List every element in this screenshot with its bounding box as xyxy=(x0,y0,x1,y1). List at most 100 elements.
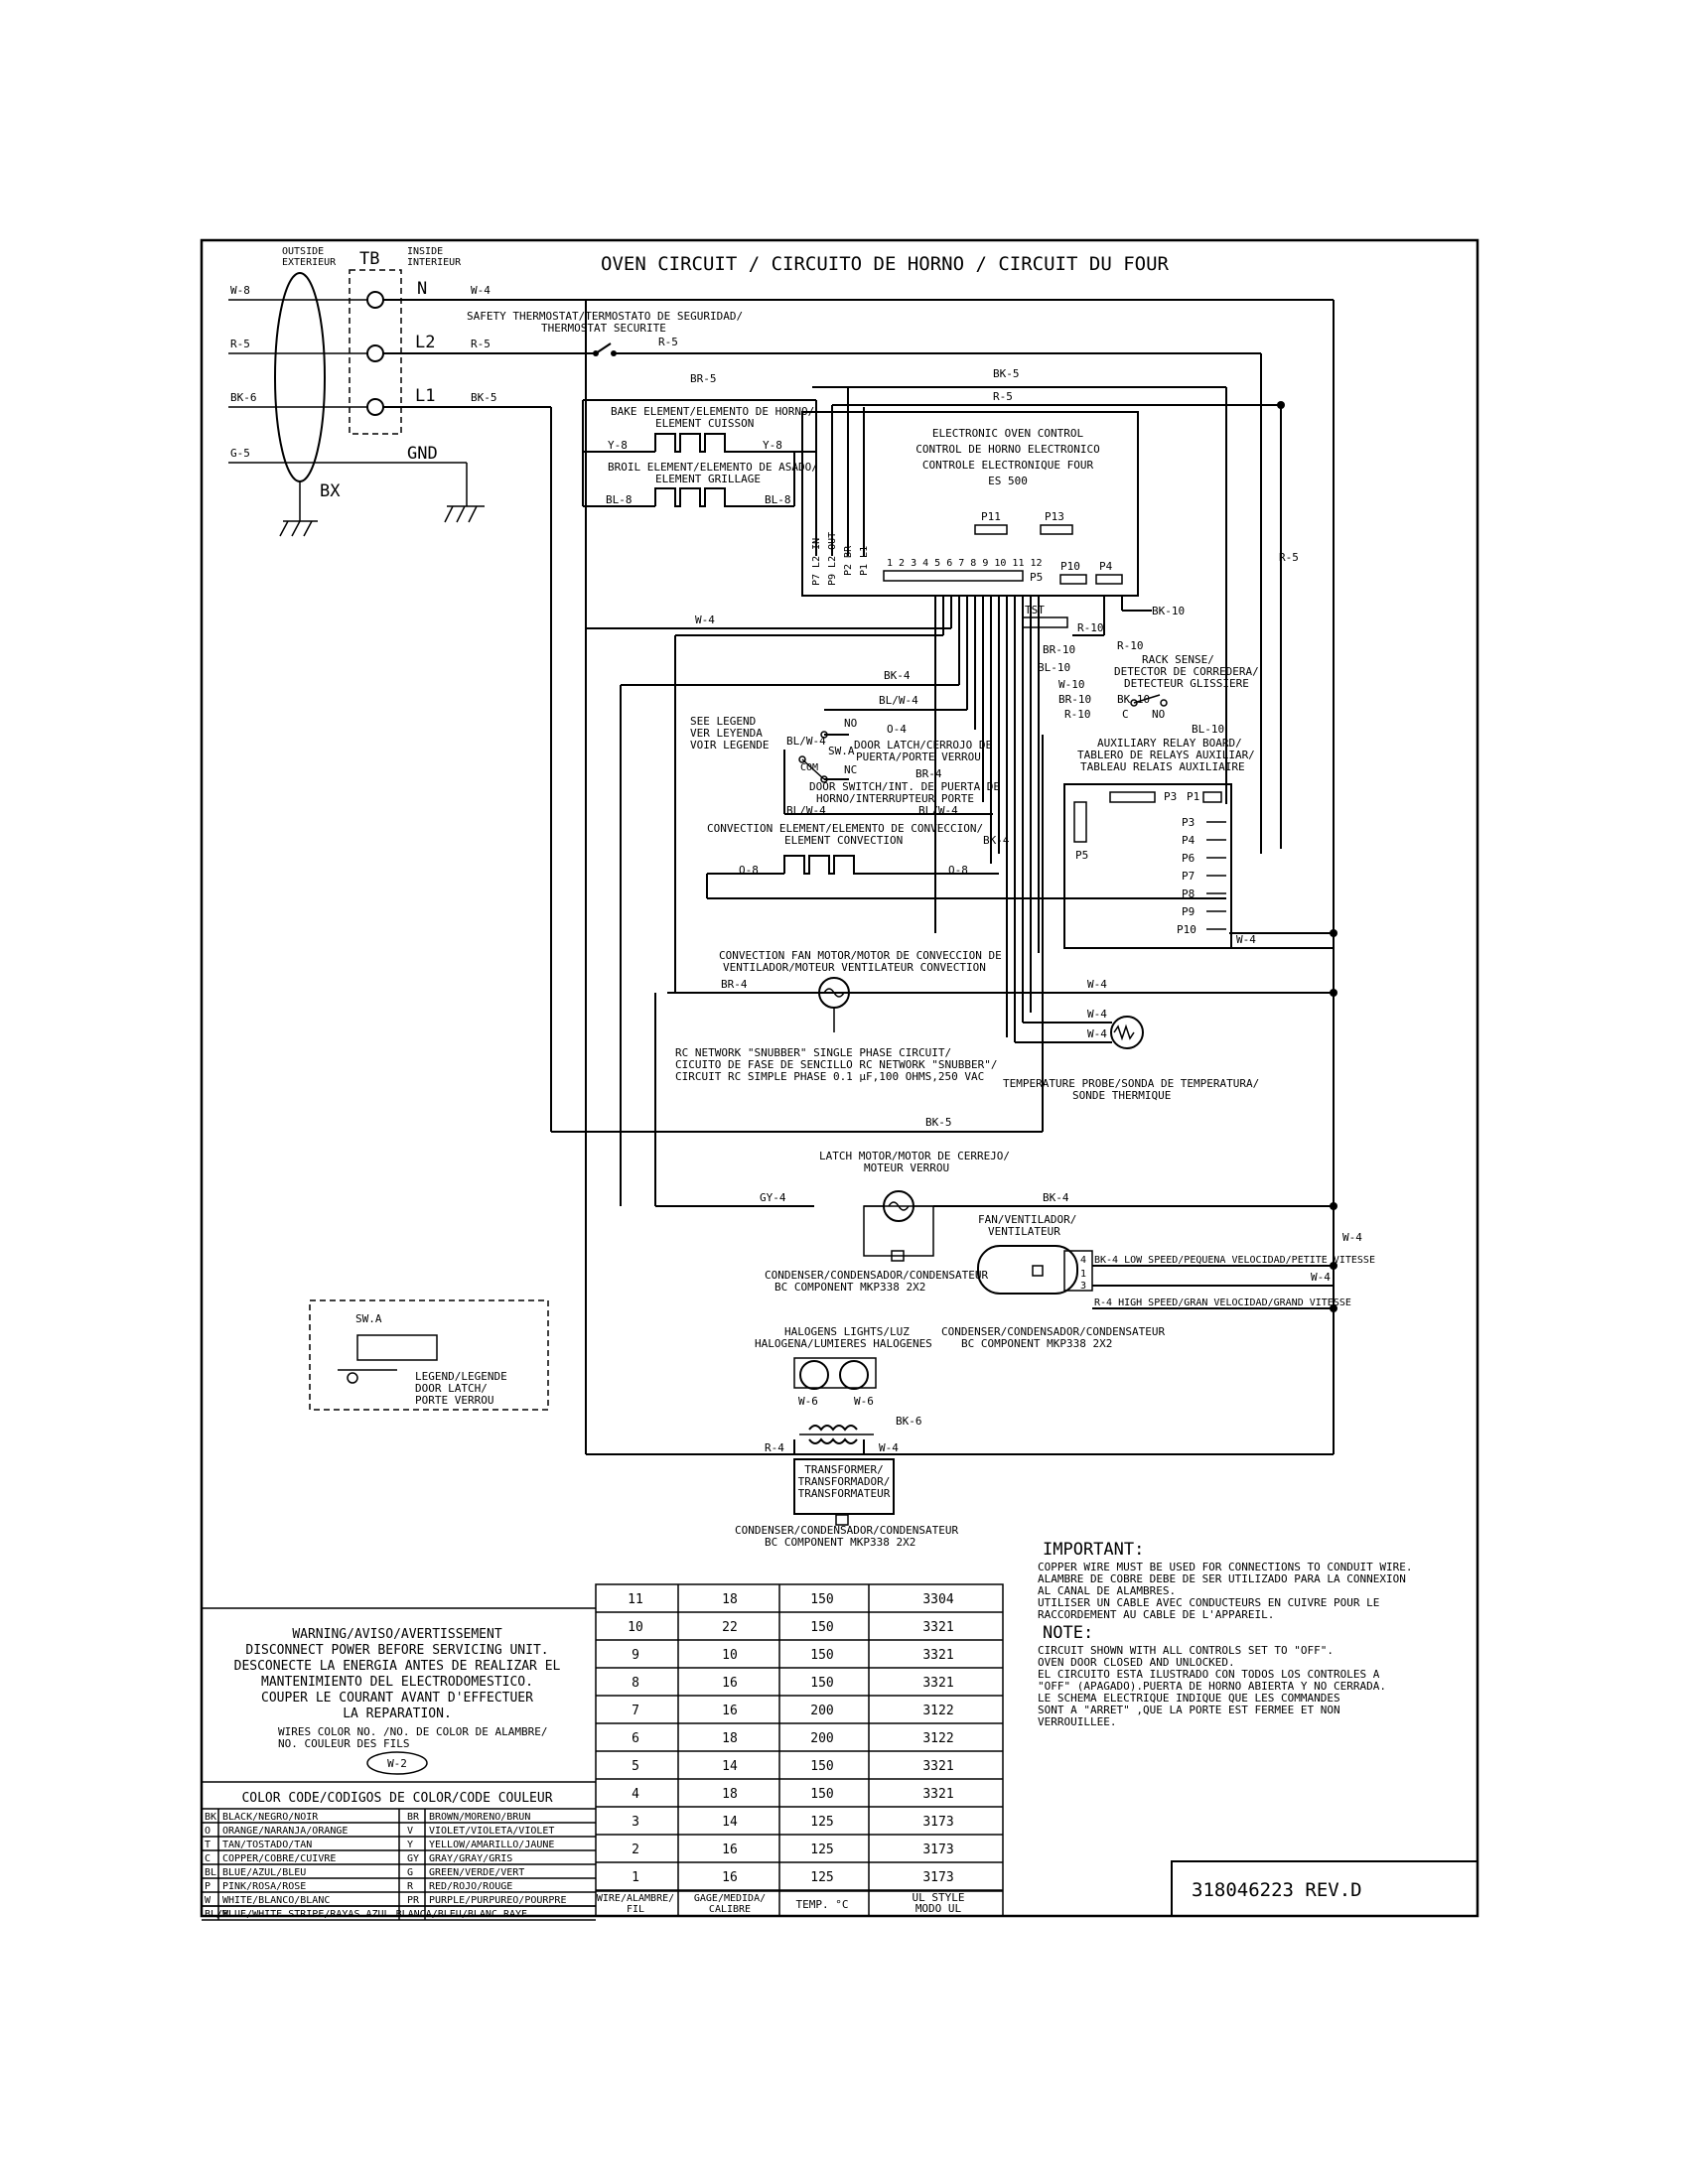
color-code-cell: P xyxy=(205,1881,211,1892)
svg-text:P7: P7 xyxy=(1182,870,1195,883)
svg-text:R-5: R-5 xyxy=(471,338,491,350)
wire-table-cell: 3304 xyxy=(922,1592,953,1607)
wire-table-cell: 2 xyxy=(632,1843,639,1857)
svg-text:R-10: R-10 xyxy=(1117,639,1144,652)
wire-table-cell: 9 xyxy=(632,1648,639,1663)
door-latch-legend: SW.A LEGEND/LEGENDE DOOR LATCH/ PORTE VE… xyxy=(309,1299,549,1411)
wire-table-cell: 3173 xyxy=(922,1843,953,1857)
svg-text:DETECTEUR GLISSIERE: DETECTEUR GLISSIERE xyxy=(1124,677,1249,690)
svg-text:NO. COULEUR DES FILS: NO. COULEUR DES FILS xyxy=(278,1737,409,1750)
terminal-block: OUTSIDE EXTERIEUR TB INSIDE INTERIEUR N … xyxy=(228,246,497,537)
wire-table-cell: 200 xyxy=(810,1731,833,1746)
svg-text:PUERTA/PORTE VERROU: PUERTA/PORTE VERROU xyxy=(856,751,981,763)
electronic-oven-control: ELECTRONIC OVEN CONTROL CONTROL DE HORNO… xyxy=(801,411,1139,597)
svg-text:BK-6: BK-6 xyxy=(896,1415,922,1428)
svg-text:BAKE ELEMENT/ELEMENTO DE HORNO: BAKE ELEMENT/ELEMENTO DE HORNO/ xyxy=(611,405,814,418)
svg-text:LATCH MOTOR/MOTOR DE CERREJO/: LATCH MOTOR/MOTOR DE CERREJO/ xyxy=(819,1150,1010,1162)
svg-text:R-10: R-10 xyxy=(1064,708,1091,721)
svg-text:1: 1 xyxy=(1080,1269,1086,1280)
svg-text:BK-5: BK-5 xyxy=(993,367,1020,380)
wire-table-cell: 14 xyxy=(722,1815,738,1830)
svg-text:P3: P3 xyxy=(1182,816,1195,829)
svg-text:OVEN DOOR CLOSED AND UNLOCKED.: OVEN DOOR CLOSED AND UNLOCKED. xyxy=(1038,1656,1235,1669)
wire-table-cell: 150 xyxy=(810,1759,833,1774)
svg-text:L2: L2 xyxy=(415,333,435,352)
wire-table-cell: 3173 xyxy=(922,1870,953,1885)
wire-table-cell: 6 xyxy=(632,1731,639,1746)
svg-text:P5: P5 xyxy=(1030,571,1043,584)
svg-text:BR-10: BR-10 xyxy=(1043,643,1075,656)
svg-text:ES 500: ES 500 xyxy=(988,475,1028,487)
color-code-cell: BLUE/AZUL/BLEU xyxy=(222,1867,306,1878)
svg-text:WIRES COLOR NO. /NO. DE COLOR: WIRES COLOR NO. /NO. DE COLOR DE ALAMBRE… xyxy=(278,1725,548,1738)
svg-text:WIRE/ALAMBRE/: WIRE/ALAMBRE/ xyxy=(597,1893,674,1904)
wire-table-cell: 1 xyxy=(632,1870,639,1885)
svg-text:W-4: W-4 xyxy=(1087,1008,1107,1021)
svg-text:BK-5: BK-5 xyxy=(471,391,497,404)
svg-text:GY-4: GY-4 xyxy=(760,1191,786,1204)
color-code-cell: VIOLET/VIOLETA/VIOLET xyxy=(429,1826,554,1837)
wire-table-cell: 10 xyxy=(628,1620,643,1635)
svg-text:CIRCUIT RC SIMPLE PHASE 0.1 µF: CIRCUIT RC SIMPLE PHASE 0.1 µF,100 OHMS,… xyxy=(675,1070,984,1083)
svg-text:W-4: W-4 xyxy=(1087,1027,1107,1040)
svg-text:THERMOSTAT SECURITE: THERMOSTAT SECURITE xyxy=(541,322,666,335)
svg-text:BK-4 LOW SPEED/PEQUENA VELOCI: BK-4 LOW SPEED/PEQUENA VELOCIDAD/PETITE … xyxy=(1094,1255,1375,1266)
svg-text:BL/W-4: BL/W-4 xyxy=(918,804,958,817)
color-code-cell: WHITE/BLANCO/BLANC xyxy=(222,1895,330,1906)
svg-text:P8: P8 xyxy=(1182,887,1195,900)
wire-table-cell: 125 xyxy=(810,1870,833,1885)
bake-element: BAKE ELEMENT/ELEMENTO DE HORNO/ ELEMENT … xyxy=(611,405,814,453)
svg-text:SAFETY THERMOSTAT/TERMOSTATO D: SAFETY THERMOSTAT/TERMOSTATO DE SEGURIDA… xyxy=(467,310,743,323)
svg-text:W-10: W-10 xyxy=(1058,678,1085,691)
wire-table-cell: 150 xyxy=(810,1787,833,1802)
wire-table-cell: 3321 xyxy=(922,1620,953,1635)
svg-text:VOIR LEGENDE: VOIR LEGENDE xyxy=(690,739,769,751)
wire-table-cell: 3321 xyxy=(922,1787,953,1802)
svg-text:3: 3 xyxy=(1080,1281,1086,1292)
wire-table-cell: 3321 xyxy=(922,1648,953,1663)
svg-text:G-5: G-5 xyxy=(230,447,250,460)
color-code-cell: V xyxy=(407,1826,413,1837)
svg-text:DETECTOR DE CORREDERA/: DETECTOR DE CORREDERA/ xyxy=(1114,665,1259,678)
wire-table-cell: 22 xyxy=(722,1620,738,1635)
color-code-cell: GY xyxy=(407,1853,419,1864)
svg-text:PORTE VERROU: PORTE VERROU xyxy=(415,1394,493,1407)
svg-text:FAN/VENTILADOR/: FAN/VENTILADOR/ xyxy=(978,1213,1076,1226)
color-code-cell: GRAY/GRAY/GRIS xyxy=(429,1853,512,1864)
svg-text:BROIL ELEMENT/ELEMENTO DE ASAD: BROIL ELEMENT/ELEMENTO DE ASADO/ xyxy=(608,461,818,474)
color-code-cell: YELLOW/AMARILLO/JAUNE xyxy=(429,1840,554,1850)
svg-text:P2 BR: P2 BR xyxy=(843,545,854,576)
svg-text:RACCORDEMENT AU CABLE DE L'APP: RACCORDEMENT AU CABLE DE L'APPAREIL. xyxy=(1038,1608,1274,1621)
svg-text:W-4: W-4 xyxy=(1311,1271,1331,1284)
wire-table-cell: 3122 xyxy=(922,1731,953,1746)
svg-text:LE SCHEMA ELECTRIQUE INDIQUE Q: LE SCHEMA ELECTRIQUE INDIQUE QUE LES COM… xyxy=(1038,1692,1340,1705)
latch-motor: LATCH MOTOR/MOTOR DE CERREJO/ MOTEUR VER… xyxy=(819,1150,1010,1262)
wire-table-cell: 16 xyxy=(722,1870,738,1885)
wire-table-cell: 150 xyxy=(810,1676,833,1691)
color-code-cell: PINK/ROSA/ROSE xyxy=(222,1881,306,1892)
svg-text:BR-10: BR-10 xyxy=(1058,693,1091,706)
important-notes: IMPORTANT: COPPER WIRE MUST BE USED FOR … xyxy=(1038,1540,1413,1728)
color-code-cell: BLACK/NEGRO/NOIR xyxy=(222,1812,319,1823)
color-code-cell: BK xyxy=(205,1812,216,1823)
svg-text:P3: P3 xyxy=(1164,790,1177,803)
svg-text:UL STYLE: UL STYLE xyxy=(913,1891,965,1904)
svg-text:BK-4: BK-4 xyxy=(1043,1191,1069,1204)
fan-motor: FAN/VENTILADOR/ VENTILATEUR 4 1 3 BK-4 L… xyxy=(977,1213,1375,1308)
svg-text:W-4: W-4 xyxy=(695,614,715,626)
color-code-cell: RED/ROJO/ROUGE xyxy=(429,1881,512,1892)
color-code-cell: T xyxy=(205,1840,211,1850)
svg-text:W-4: W-4 xyxy=(1236,933,1256,946)
part-number-box: 318046223 REV.D xyxy=(1171,1860,1478,1917)
svg-text:TRANSFORMER/: TRANSFORMER/ xyxy=(804,1463,883,1476)
tst-connector: TST xyxy=(1022,604,1068,628)
wire-table-cell: 7 xyxy=(632,1704,639,1718)
wire-table-cell: 3173 xyxy=(922,1815,953,1830)
svg-text:R-5: R-5 xyxy=(1279,551,1299,564)
wire-table-cell: 150 xyxy=(810,1620,833,1635)
svg-text:P9: P9 xyxy=(1182,905,1195,918)
svg-text:W-6: W-6 xyxy=(854,1395,874,1408)
svg-text:P6: P6 xyxy=(1182,852,1195,865)
svg-text:P1 L1: P1 L1 xyxy=(859,546,870,576)
